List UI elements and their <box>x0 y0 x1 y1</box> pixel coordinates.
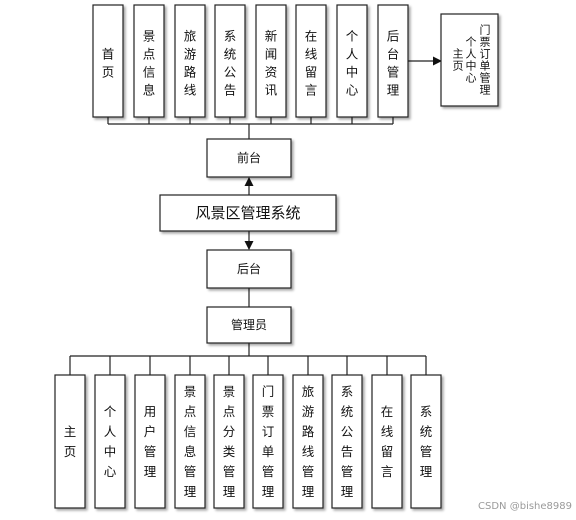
back-module-3-box <box>174 374 206 509</box>
role-label: 管理员 <box>231 317 267 332</box>
connector-lines <box>69 56 442 375</box>
front-module-label-5: 在线留言 <box>305 29 318 98</box>
back-module-label-9: 系统管理 <box>420 404 433 479</box>
front-module-label-0: 首页 <box>102 47 115 80</box>
back-module-label-5: 门票订单管理 <box>262 384 275 499</box>
back-module-label-2: 用户管理 <box>144 404 157 479</box>
back-module-1-box <box>94 374 126 509</box>
back-module-0-box <box>54 374 86 509</box>
back-module-label-6: 旅游路线管理 <box>302 384 315 499</box>
front-module-6-box <box>336 4 368 118</box>
back-module-8-box <box>371 374 403 509</box>
user-center-box <box>440 13 499 107</box>
role-box <box>206 306 292 344</box>
front-module-label-4: 新闻资讯 <box>265 29 278 98</box>
back-label: 后台 <box>237 261 261 276</box>
user-center-col-0: 主页 <box>453 48 464 73</box>
front-module-label-2: 旅游路线 <box>184 29 197 98</box>
back-box <box>206 249 292 289</box>
front-module-0-box <box>92 4 124 118</box>
user-center-col-1: 个人中心 <box>466 36 477 85</box>
root-title: 风景区管理系统 <box>195 204 300 222</box>
front-module-3-box <box>214 4 246 118</box>
front-module-7-box <box>377 4 409 118</box>
front-module-1-box <box>133 4 165 118</box>
back-module-2-box <box>134 374 166 509</box>
watermark: CSDN @bishe8989 <box>478 501 572 512</box>
user-center-col-2: 门票订单管理 <box>480 23 491 97</box>
front-module-label-3: 系统公告 <box>224 29 237 98</box>
back-module-label-1: 个人中心 <box>104 404 117 479</box>
back-module-label-7: 系统公告管理 <box>341 384 354 499</box>
back-module-6-box <box>292 374 324 509</box>
back-module-5-box <box>252 374 284 509</box>
front-box <box>206 138 292 178</box>
back-module-9-box <box>410 374 442 509</box>
back-module-label-8: 在线留言 <box>381 404 394 479</box>
front-module-5-box <box>295 4 327 118</box>
back-module-label-4: 景点分类管理 <box>223 384 236 499</box>
back-module-7-box <box>331 374 363 509</box>
back-module-label-0: 主页 <box>64 424 77 459</box>
front-module-label-7: 后台管理 <box>387 29 400 98</box>
front-label: 前台 <box>237 150 261 165</box>
front-module-label-1: 景点信息 <box>143 29 156 98</box>
root-box <box>159 194 337 232</box>
front-module-label-6: 个人中心 <box>346 29 359 98</box>
back-module-label-3: 景点信息管理 <box>184 384 197 499</box>
front-module-4-box <box>255 4 287 118</box>
back-module-4-box <box>213 374 245 509</box>
front-module-2-box <box>174 4 206 118</box>
